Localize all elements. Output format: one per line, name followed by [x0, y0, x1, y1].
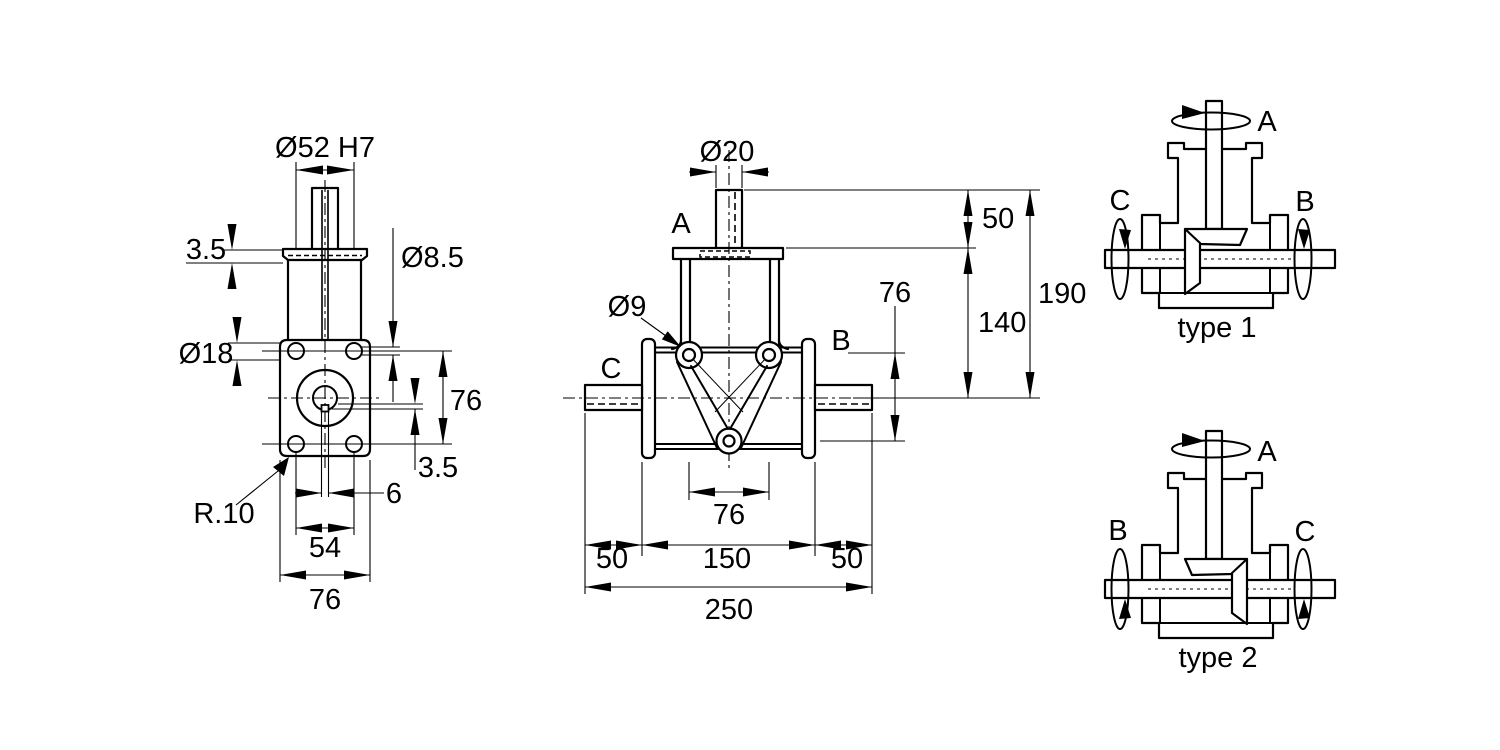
type-1-schematic: A C B type 1: [1103, 99, 1337, 344]
dim-housing-width-label: 150: [703, 543, 751, 575]
type2-label-c: C: [1295, 516, 1316, 548]
dim-right-shaft-label: 50: [831, 543, 863, 575]
type2-rotation-b: [1110, 548, 1130, 630]
dim-flange-thickness-label: 3.5: [186, 234, 226, 266]
type1-rotation-c-arrow: [1119, 229, 1131, 249]
dim-hole-spacing-label: 76: [713, 499, 745, 531]
left-bore-lines: [321, 190, 329, 340]
front-mount-hole: [722, 434, 736, 448]
type2-rotation-a: [1171, 439, 1251, 459]
type-2-schematic: A B C type 2: [1103, 429, 1337, 674]
dim-overall-width-label: 76: [309, 584, 341, 616]
type1-rotation-a: [1171, 111, 1251, 131]
dim-keyway-offset-label: 3.5: [418, 452, 458, 484]
front-mount-hole: [681, 347, 697, 363]
type1-label-b: B: [1295, 186, 1314, 218]
left-side-view: Ø52 H7 3.5 Ø8.5 Ø18 76 3.5 6 54 76 R.10: [179, 132, 483, 616]
front-view: Ø20 A Ø9 B C 50 140 190 76 76 50 150 50 …: [563, 136, 1086, 626]
dim-shaft-projection-label: 50: [982, 203, 1014, 235]
type1-rotation-c: [1110, 218, 1130, 300]
type1-label-a: A: [1257, 106, 1277, 138]
left-centerlines: [268, 180, 382, 472]
front-centerlines: [563, 150, 853, 470]
dim-overall-height-label: 190: [1038, 278, 1086, 310]
type2-rotation-a-arrow: [1182, 433, 1205, 447]
type1-label-c: C: [1110, 185, 1131, 217]
dim-flange-to-axis-label: 140: [978, 307, 1026, 339]
front-web-edges: [676, 361, 782, 449]
left-hub-circle: [295, 368, 355, 428]
dim-hub-diameter-label: Ø18: [179, 338, 234, 370]
dim-hole-diameter-label: Ø8.5: [401, 242, 464, 274]
type2-vertical-shaft: [1204, 429, 1224, 561]
type2-label-b: B: [1108, 515, 1127, 547]
left-column: [286, 258, 363, 343]
shaft-c-label: C: [601, 353, 622, 385]
dim-hole-spacing-horizontal-label: 54: [309, 532, 341, 564]
dim-hole-spacing-vertical-label: 76: [450, 385, 482, 417]
dim-left-shaft-label: 50: [596, 543, 628, 575]
left-corner-hole: [287, 342, 305, 360]
type1-bevel-pinion: [1183, 227, 1202, 296]
front-flange: [671, 246, 785, 261]
type1-rotation-b: [1293, 218, 1313, 300]
dim-side-drop-label: 76: [879, 277, 911, 309]
type2-bevel-pinion: [1230, 557, 1249, 626]
type2-rotation-c-arrow: [1298, 599, 1310, 619]
shaft-b-label: B: [831, 325, 850, 357]
type2-rotation-c: [1293, 548, 1313, 630]
dim-corner-radius-label: R.10: [193, 498, 254, 530]
type1-caption: type 1: [1178, 312, 1257, 344]
left-corner-hole: [345, 342, 363, 360]
dim-bore-label: Ø52 H7: [275, 132, 375, 164]
dim-shaft-diameter-label: Ø20: [700, 136, 755, 168]
dim-overall-width-label: 250: [705, 594, 753, 626]
type1-rotation-a-arrow: [1182, 105, 1205, 119]
shaft-a-label: A: [671, 208, 691, 240]
left-hole-row-lines: [262, 350, 452, 445]
front-hidden-lines: [587, 192, 870, 405]
front-web-diagonals: [688, 354, 770, 413]
type1-rotation-b-arrow: [1298, 229, 1310, 249]
front-flange-hidden-slot: [699, 250, 751, 258]
left-keyway: [320, 404, 330, 413]
dim-mount-hole-diameter-label: Ø9: [608, 291, 647, 323]
type2-label-a: A: [1257, 436, 1277, 468]
type2-rotation-b-arrow: [1119, 599, 1131, 619]
dim-keyway-width-label: 6: [386, 478, 402, 510]
type2-caption: type 2: [1179, 642, 1258, 674]
type1-vertical-shaft: [1204, 99, 1224, 231]
front-legs: [670, 257, 790, 351]
front-mount-hole: [761, 347, 777, 363]
